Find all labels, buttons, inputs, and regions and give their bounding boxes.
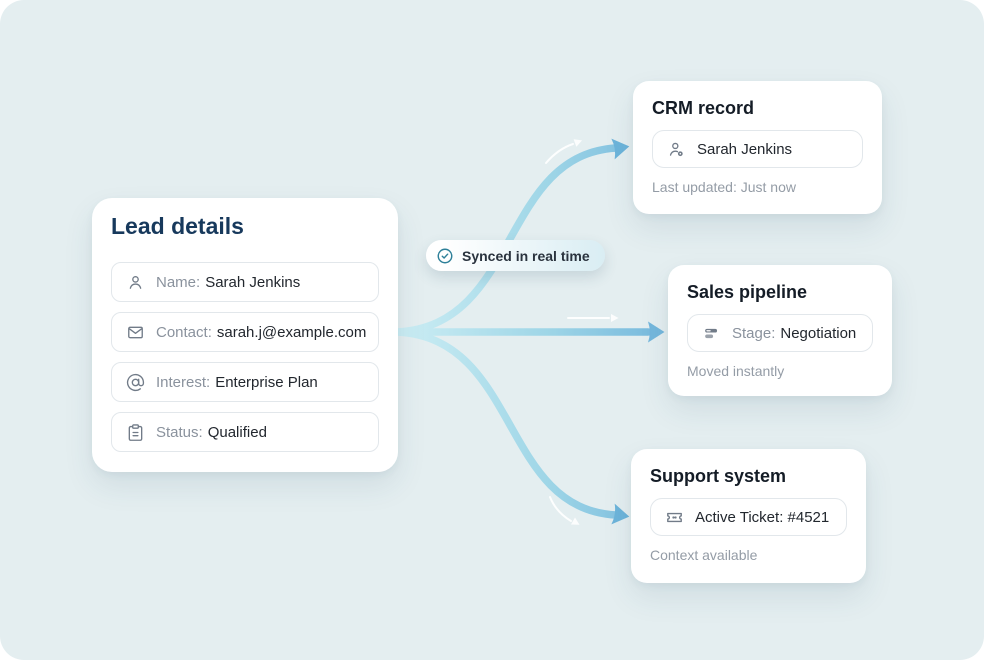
lead-field-value: Enterprise Plan bbox=[215, 373, 318, 391]
at-sign-icon bbox=[125, 372, 145, 392]
user-badge-icon bbox=[666, 139, 686, 159]
white-arrowhead-bottom-icon bbox=[571, 517, 580, 525]
synced-badge: Synced in real time bbox=[426, 240, 605, 271]
lead-details-card: Lead details Name: Sarah Jenkins Contact… bbox=[92, 198, 398, 472]
crm-record-card: CRM record Sarah Jenkins Last updated: J… bbox=[633, 81, 882, 214]
sales-pipeline-value: Negotiation bbox=[780, 324, 857, 342]
pipeline-stages-icon bbox=[701, 323, 721, 343]
support-system-field: Active Ticket: #4521 bbox=[650, 498, 847, 536]
sales-pipeline-title: Sales pipeline bbox=[687, 282, 808, 302]
clipboard-icon bbox=[125, 422, 145, 442]
lead-field-label: Contact: bbox=[156, 323, 212, 341]
lead-field-name: Name: Sarah Jenkins bbox=[111, 262, 379, 302]
synced-badge-label: Synced in real time bbox=[462, 247, 590, 264]
lead-field-label: Interest: bbox=[156, 373, 211, 391]
person-icon bbox=[125, 272, 145, 292]
sales-pipeline-card: Sales pipeline Stage: Negotiation Moved … bbox=[668, 265, 892, 396]
lead-field-contact: Contact: sarah.j@example.com bbox=[111, 312, 379, 352]
sales-pipeline-field: Stage: Negotiation bbox=[687, 314, 873, 352]
envelope-icon bbox=[125, 322, 145, 342]
white-accent-arrow-top bbox=[545, 143, 574, 164]
crm-record-field: Sarah Jenkins bbox=[652, 130, 863, 168]
arrowhead-support-icon bbox=[611, 503, 630, 525]
lead-field-status: Status: Qualified bbox=[111, 412, 379, 452]
white-arrowhead-middle-icon bbox=[611, 314, 619, 322]
lead-field-value: sarah.j@example.com bbox=[216, 323, 367, 341]
white-arrowhead-top-icon bbox=[573, 139, 583, 147]
crm-record-footer: Last updated: Just now bbox=[652, 179, 796, 195]
arrowhead-crm-icon bbox=[611, 138, 630, 160]
flow-path-support bbox=[393, 328, 620, 519]
lead-field-label: Status: bbox=[156, 423, 203, 441]
support-system-value: Active Ticket: #4521 bbox=[695, 508, 830, 526]
lead-details-title: Lead details bbox=[111, 213, 244, 239]
crm-record-value: Sarah Jenkins bbox=[697, 140, 793, 158]
sales-pipeline-footer: Moved instantly bbox=[687, 363, 785, 379]
white-accent-arrow-bottom bbox=[549, 496, 572, 522]
support-system-footer: Context available bbox=[650, 547, 758, 563]
lead-field-interest: Interest: Enterprise Plan bbox=[111, 362, 379, 402]
check-circle-icon bbox=[436, 247, 454, 265]
lead-field-value: Sarah Jenkins bbox=[205, 273, 301, 291]
sales-pipeline-label: Stage: bbox=[732, 324, 776, 342]
lead-field-label: Name: bbox=[156, 273, 201, 291]
lead-field-value: Qualified bbox=[207, 423, 267, 441]
arrowhead-sales-icon bbox=[648, 321, 665, 343]
support-system-title: Support system bbox=[650, 466, 787, 486]
ticket-icon bbox=[664, 507, 684, 527]
crm-record-title: CRM record bbox=[652, 98, 755, 118]
support-system-card: Support system Active Ticket: #4521 Cont… bbox=[631, 449, 866, 583]
